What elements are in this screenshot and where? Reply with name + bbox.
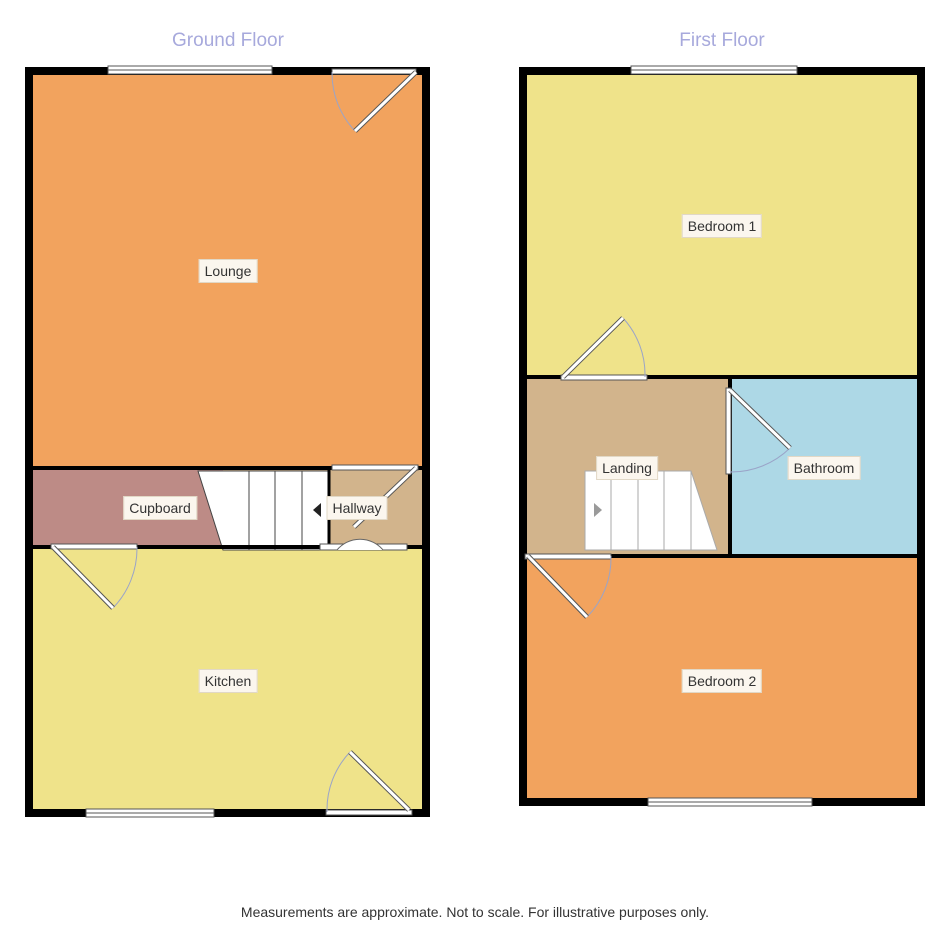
first-staircase: [584, 470, 718, 551]
window-icon: [647, 797, 813, 807]
window-icon: [107, 65, 273, 75]
room-label-lounge: Lounge: [198, 259, 258, 283]
room-label-hallway: Hallway: [326, 496, 388, 520]
door-icon: [725, 387, 792, 475]
ground-floor-title: Ground Floor: [172, 30, 284, 51]
door-icon: [325, 750, 413, 816]
room-label-kitchen: Kitchen: [198, 669, 258, 693]
door-icon: [524, 553, 612, 619]
door-icon: [50, 543, 138, 610]
ground-floor-plan: [25, 65, 430, 818]
disclaimer-note: Measurements are approximate. Not to sca…: [240, 904, 710, 920]
window-icon: [85, 808, 215, 818]
door-icon: [560, 316, 648, 381]
room-label-bathroom: Bathroom: [787, 456, 861, 480]
window-icon: [630, 65, 798, 75]
room-label-landing: Landing: [596, 456, 658, 480]
first-floor-title: First Floor: [679, 30, 765, 51]
door-icon: [319, 538, 408, 551]
room-label-bedroom-1: Bedroom 1: [681, 214, 763, 238]
door-icon: [331, 68, 418, 133]
room-label-cupboard: Cupboard: [123, 496, 197, 520]
room-label-bedroom-2: Bedroom 2: [681, 669, 763, 693]
first-floor-plan: [519, 65, 925, 807]
